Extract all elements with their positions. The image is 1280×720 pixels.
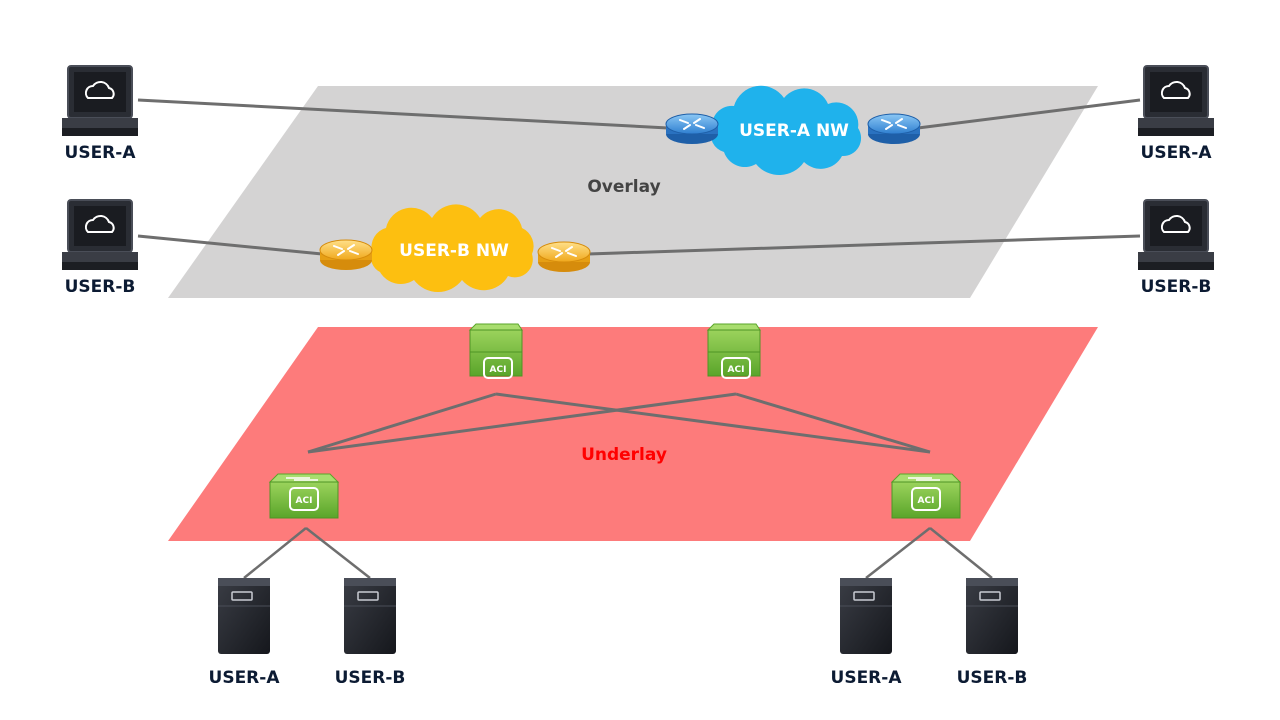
user-a-network-cloud: USER-A NW xyxy=(710,85,862,176)
fabric-links xyxy=(307,392,931,454)
link-left-user-a xyxy=(137,98,669,130)
overlay-links xyxy=(137,98,1141,256)
client-label-left-b: USER-B xyxy=(65,277,136,297)
terminal-icon xyxy=(61,65,139,137)
server-icon xyxy=(343,577,397,655)
terminal-icon xyxy=(61,199,139,271)
spine-switch-icon xyxy=(707,323,761,379)
link-right-user-a xyxy=(917,98,1141,130)
link-right-user-b xyxy=(587,234,1141,256)
server-links xyxy=(243,527,993,579)
client-label-right-a: USER-A xyxy=(1141,143,1213,163)
underlay-plane xyxy=(168,327,1098,541)
overlay-label: Overlay xyxy=(587,177,660,197)
underlay-label: Underlay xyxy=(581,445,667,465)
user-b-network-label: USER-B NW xyxy=(399,241,509,261)
router-icon xyxy=(537,241,591,273)
server-label-right-b: USER-B xyxy=(957,668,1028,688)
server-icon xyxy=(217,577,271,655)
user-b-network-cloud: USER-B NW xyxy=(370,204,534,292)
terminal-icon xyxy=(1137,65,1215,137)
terminal-icon xyxy=(1137,199,1215,271)
user-a-network-label: USER-A NW xyxy=(739,121,849,141)
server-icon xyxy=(965,577,1019,655)
client-label-right-b: USER-B xyxy=(1141,277,1212,297)
server-icon xyxy=(839,577,893,655)
router-icon xyxy=(665,113,719,145)
server-label-right-a: USER-A xyxy=(831,668,903,688)
client-label-left-a: USER-A xyxy=(65,143,137,163)
router-icon xyxy=(867,113,921,145)
leaf-switch-icon xyxy=(891,473,961,519)
link-left-user-b xyxy=(137,234,323,256)
server-label-left-b: USER-B xyxy=(335,668,406,688)
spine-switch-icon xyxy=(469,323,523,379)
leaf-switch-icon xyxy=(269,473,339,519)
router-icon xyxy=(319,239,373,271)
server-label-left-a: USER-A xyxy=(209,668,281,688)
